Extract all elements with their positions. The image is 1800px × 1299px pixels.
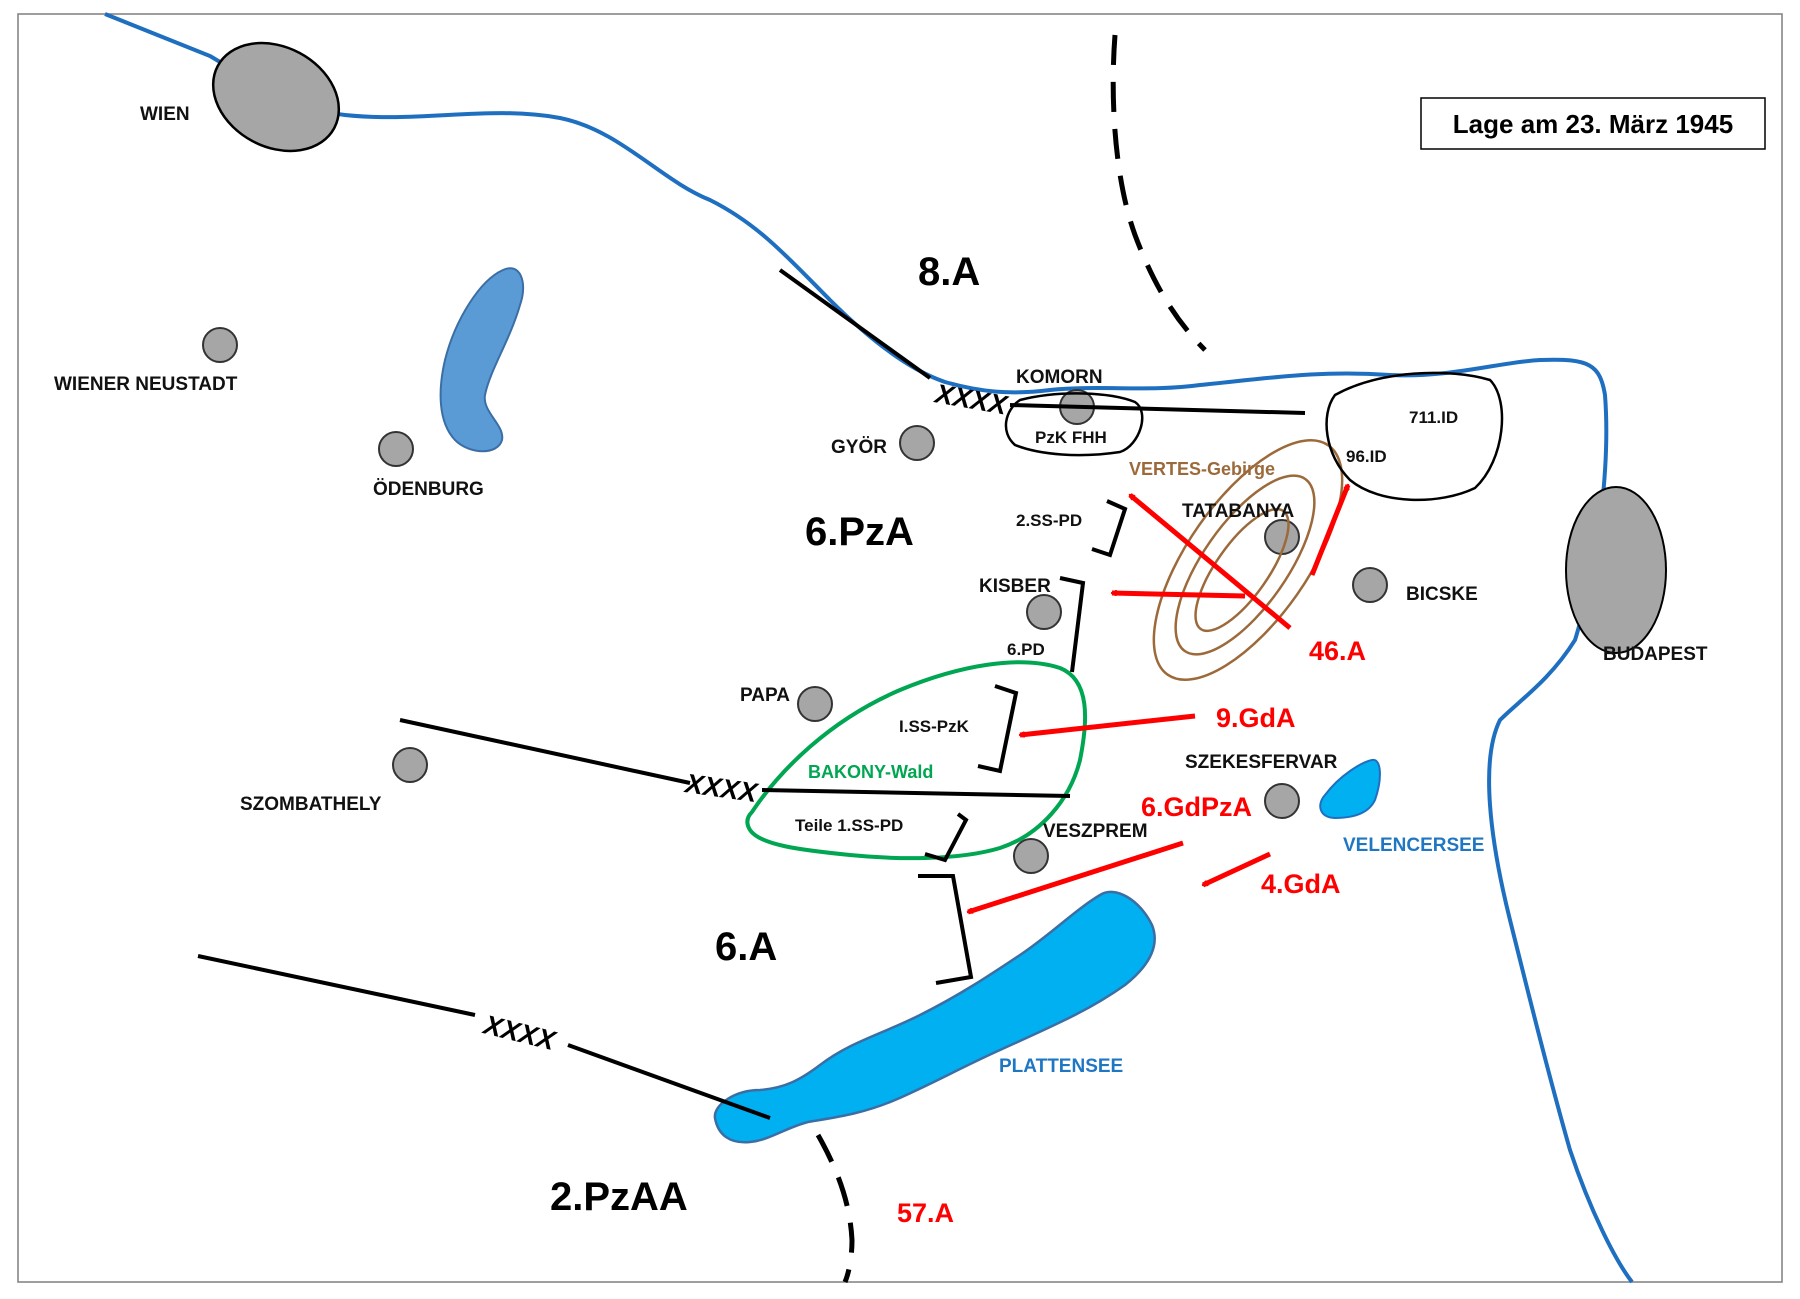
label-veszprem: VESZPREM	[1043, 821, 1148, 842]
label-teile-1-ss-pd: Teile 1.SS-PD	[795, 816, 903, 835]
city-veszprem-marker	[1013, 838, 1049, 874]
label-pzk-fhh: PzK FHH	[1035, 428, 1107, 447]
city-gyor-marker	[899, 425, 935, 461]
arrow-46a-north	[1130, 493, 1292, 630]
arrow-6gdpza	[968, 840, 1184, 915]
label-1-ss-pzk: I.SS-PzK	[899, 717, 970, 736]
map-title: Lage am 23. März 1945	[1453, 109, 1733, 139]
label-4gda: 4.GdA	[1261, 869, 1341, 899]
label-kisber: KISBER	[979, 576, 1051, 597]
city-budapest-marker	[1565, 486, 1667, 654]
label-szekesfervar: SZEKESFERVAR	[1185, 752, 1338, 773]
label-szombathely: SZOMBATHELY	[240, 794, 382, 815]
city-markers	[202, 327, 1388, 874]
label-8a: 8.A	[918, 250, 980, 294]
city-wien-marker	[211, 41, 341, 153]
label-odenburg: ÖDENBURG	[373, 479, 484, 500]
soviet-attack-arrows	[968, 485, 1351, 915]
label-budapest: BUDAPEST	[1603, 644, 1708, 665]
label-komorn: KOMORN	[1016, 367, 1103, 388]
city-szekesfervar-marker	[1264, 783, 1300, 819]
label-bicske: BICSKE	[1406, 584, 1478, 605]
label-57a: 57.A	[897, 1198, 954, 1228]
label-96-id: 96.ID	[1346, 447, 1387, 466]
city-kisber-marker	[1026, 594, 1062, 630]
label-vertes: VERTES-Gebirge	[1129, 459, 1275, 479]
lake-velence	[1319, 758, 1381, 820]
label-6-pd: 6.PD	[1007, 640, 1045, 659]
label-6pza: 6.PzA	[805, 510, 914, 554]
label-9gda: 9.GdA	[1216, 703, 1296, 733]
city-szombathely-marker	[392, 747, 428, 783]
label-711-id: 711.ID	[1409, 408, 1458, 427]
label-wien: WIEN	[140, 104, 190, 125]
label-velencersee: VELENCERSEE	[1343, 835, 1484, 856]
label-bakony: BAKONY-Wald	[808, 762, 933, 782]
arrow-4gda	[1203, 851, 1272, 888]
city-bicske-marker	[1352, 567, 1388, 603]
label-tatabanya: TATABANYA	[1182, 501, 1295, 522]
vertes-mountains	[1152, 439, 1344, 681]
lake-neusiedl	[439, 267, 525, 453]
bakony-forest	[745, 660, 1088, 861]
label-wiener-neustadt: WIENER NEUSTADT	[54, 374, 238, 395]
german-lines	[197, 268, 1504, 1120]
label-6a: 6.A	[715, 925, 777, 969]
soviet-boundaries	[815, 34, 1207, 1283]
lake-balaton	[713, 890, 1156, 1144]
arrow-9gda	[1020, 713, 1196, 735]
label-plattensee: PLATTENSEE	[999, 1056, 1123, 1077]
city-papa-marker	[797, 686, 833, 722]
label-46a: 46.A	[1309, 636, 1366, 666]
label-gyor: GYÖR	[831, 437, 887, 458]
city-odenburg-marker	[378, 431, 414, 467]
label-papa: PAPA	[740, 685, 790, 706]
label-2-ss-pd: 2.SS-PD	[1016, 511, 1082, 530]
label-6gdpza: 6.GdPzA	[1141, 792, 1252, 822]
danube-river	[104, 12, 1634, 1284]
arrow-46a-west	[1112, 593, 1246, 599]
title-box	[1420, 97, 1766, 150]
city-wiener-neustadt-marker	[202, 327, 238, 363]
label-2pzaa: 2.PzAA	[550, 1175, 688, 1219]
arrow-46a-northeast	[1309, 485, 1351, 576]
